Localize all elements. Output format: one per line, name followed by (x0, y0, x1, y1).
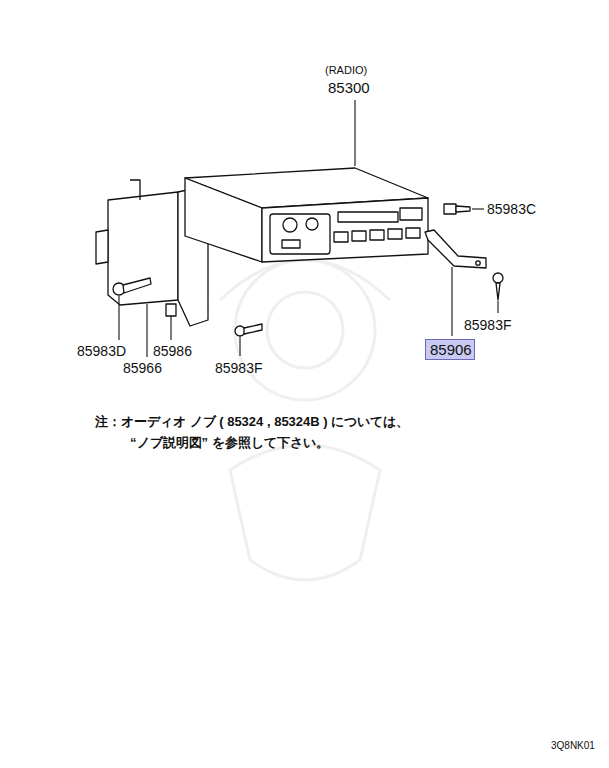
figure-code: 3Q8NK01 (551, 740, 595, 752)
part-number: 85983F (215, 360, 262, 376)
part-number: 85906 (430, 342, 470, 359)
leader-line (119, 100, 498, 357)
radio-side (185, 178, 262, 262)
part-number: 85983F (464, 317, 511, 333)
part-number: 85983C (487, 201, 536, 217)
part-number: 85986 (153, 343, 192, 359)
screw (235, 324, 262, 336)
screw (113, 278, 151, 295)
part-number: 85300 (328, 79, 370, 96)
clip (166, 304, 176, 316)
part-number: 85983D (77, 343, 126, 359)
part-caption: (RADIO) (325, 64, 367, 77)
note-text: 注：オーディオ ノブ ( 85324 , 85324B ) については、 (95, 415, 409, 430)
bracket-tab (96, 230, 108, 264)
highlighted-part-number: 85906 (425, 339, 475, 360)
side-bracket (425, 230, 486, 268)
note-text: “ノブ説明図” を参照して下さい。 (130, 436, 329, 451)
bracket-plate (108, 192, 178, 305)
screw (493, 273, 503, 300)
radio-front (262, 198, 428, 262)
screw (444, 204, 470, 214)
part-number: 85966 (123, 360, 162, 376)
